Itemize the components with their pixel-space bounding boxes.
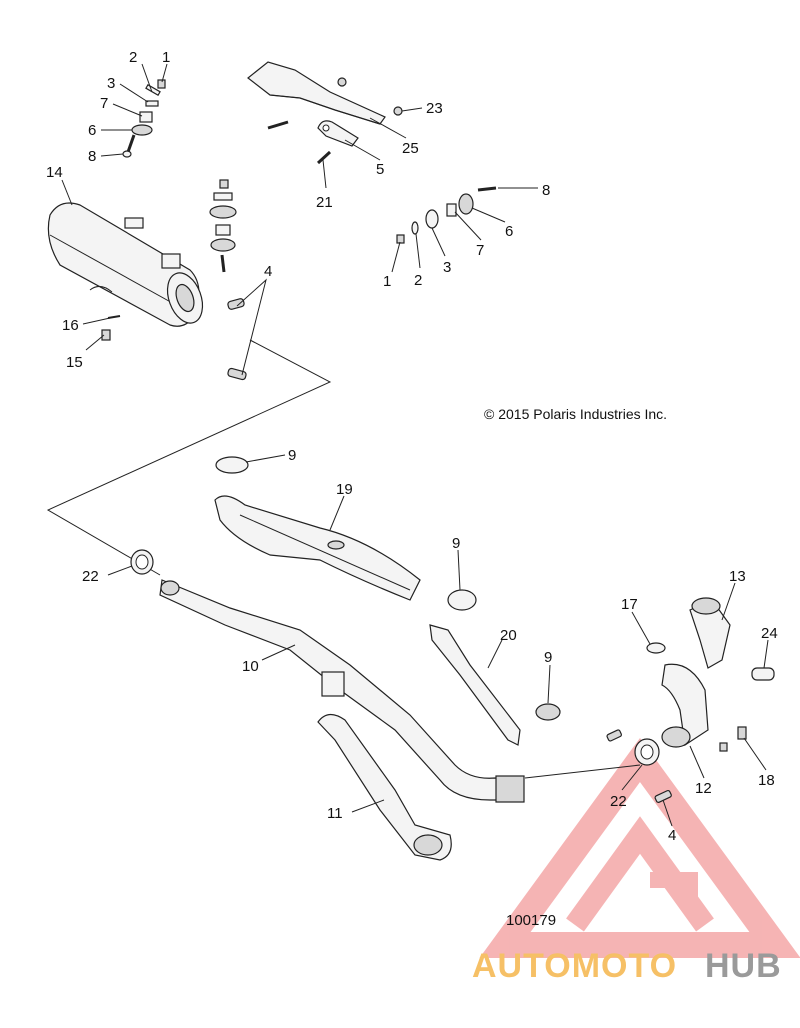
bolt-8-right	[477, 186, 497, 192]
bolt-8-head	[122, 150, 132, 158]
spring-4-lower-right	[654, 789, 672, 803]
callout-9-right: 9	[544, 649, 552, 666]
gasket-17	[646, 642, 666, 654]
callout-6-right: 6	[505, 223, 513, 240]
clamp-9-top	[215, 456, 249, 474]
nut-top	[337, 77, 347, 87]
callout-10: 10	[242, 658, 259, 675]
callout-17: 17	[621, 596, 638, 613]
callout-1: 1	[162, 49, 170, 66]
screw-15	[101, 329, 111, 341]
grommet-6	[131, 124, 153, 136]
nut-1	[157, 79, 166, 89]
callout-8-right: 8	[542, 182, 550, 199]
nut-23	[393, 106, 403, 116]
callout-8: 8	[88, 148, 96, 165]
bolt-left	[267, 120, 289, 130]
callout-labels: 1 2 3 7 6 8 14 4 16 15 23 25 5 21 8 6 7 …	[46, 49, 778, 929]
nut-1-right	[396, 234, 405, 244]
callout-9-mid: 9	[452, 535, 460, 552]
watermark-text-part2: HUB	[705, 947, 782, 985]
elbow-pipe-12	[661, 663, 709, 748]
callout-7-right: 7	[476, 242, 484, 259]
callout-14: 14	[46, 164, 63, 181]
callout-5: 5	[376, 161, 384, 178]
clip-16	[107, 315, 121, 319]
callout-3: 3	[107, 75, 115, 92]
spring-washer-2-right	[411, 221, 419, 235]
spring-4-lower	[227, 367, 247, 381]
callout-19: 19	[336, 481, 353, 498]
pipe-11	[317, 713, 452, 861]
assembly-bracket-line	[46, 339, 332, 576]
heat-shield-19	[214, 495, 421, 601]
muffler-14	[47, 202, 204, 341]
callout-23: 23	[426, 100, 443, 117]
flange-13	[689, 597, 731, 669]
callout-15: 15	[66, 354, 83, 371]
callout-25: 25	[402, 140, 419, 157]
bolt-21	[316, 150, 332, 165]
bolt-18b	[737, 726, 747, 740]
heat-shield-20	[429, 624, 521, 746]
bolt-8	[126, 134, 136, 153]
callout-2-right: 2	[414, 272, 422, 289]
callout-12: 12	[695, 780, 712, 797]
grommet-6-right	[458, 193, 474, 215]
callout-16: 16	[62, 317, 79, 334]
callout-22-right: 22	[610, 793, 627, 810]
assembly-connector-line	[524, 764, 641, 779]
hardware-stack-right	[396, 186, 497, 244]
callout-4: 4	[264, 263, 272, 280]
bolt-18a	[719, 742, 728, 752]
callout-3-right: 3	[443, 259, 451, 276]
callout-2: 2	[129, 49, 137, 66]
hardware-stack-left	[122, 79, 166, 158]
washer-3	[145, 100, 159, 107]
watermark-logo	[479, 737, 800, 958]
callout-1-right: 1	[383, 273, 391, 290]
callout-21: 21	[316, 194, 333, 211]
bracket-5	[317, 120, 359, 147]
callout-18: 18	[758, 772, 775, 789]
spring-4-upper	[227, 298, 245, 310]
washer-3-right	[425, 209, 439, 229]
callout-6: 6	[88, 122, 96, 139]
spring-4-right	[606, 729, 622, 742]
copyright-notice: © 2015 Polaris Industries Inc.	[484, 406, 667, 422]
callout-13: 13	[729, 568, 746, 585]
spacer-7	[139, 111, 153, 123]
callout-22-left: 22	[82, 568, 99, 585]
document-number: 100179	[506, 912, 556, 929]
spacer-7-right	[446, 203, 457, 217]
watermark-text-part1: AUTOMOTO	[472, 947, 677, 985]
leader-lines	[61, 63, 769, 827]
callout-9-top: 9	[288, 447, 296, 464]
header-pipe-10	[159, 579, 525, 803]
callout-7: 7	[100, 95, 108, 112]
clamp-9-right	[535, 703, 561, 721]
plug-24	[751, 667, 775, 681]
callout-24: 24	[761, 625, 778, 642]
callout-20: 20	[500, 627, 517, 644]
heat-shield-25	[247, 61, 386, 130]
muffler-mount-stack	[209, 179, 237, 273]
clamp-9-mid	[447, 589, 477, 611]
callout-4-lower: 4	[668, 827, 676, 844]
callout-11: 11	[327, 805, 343, 822]
